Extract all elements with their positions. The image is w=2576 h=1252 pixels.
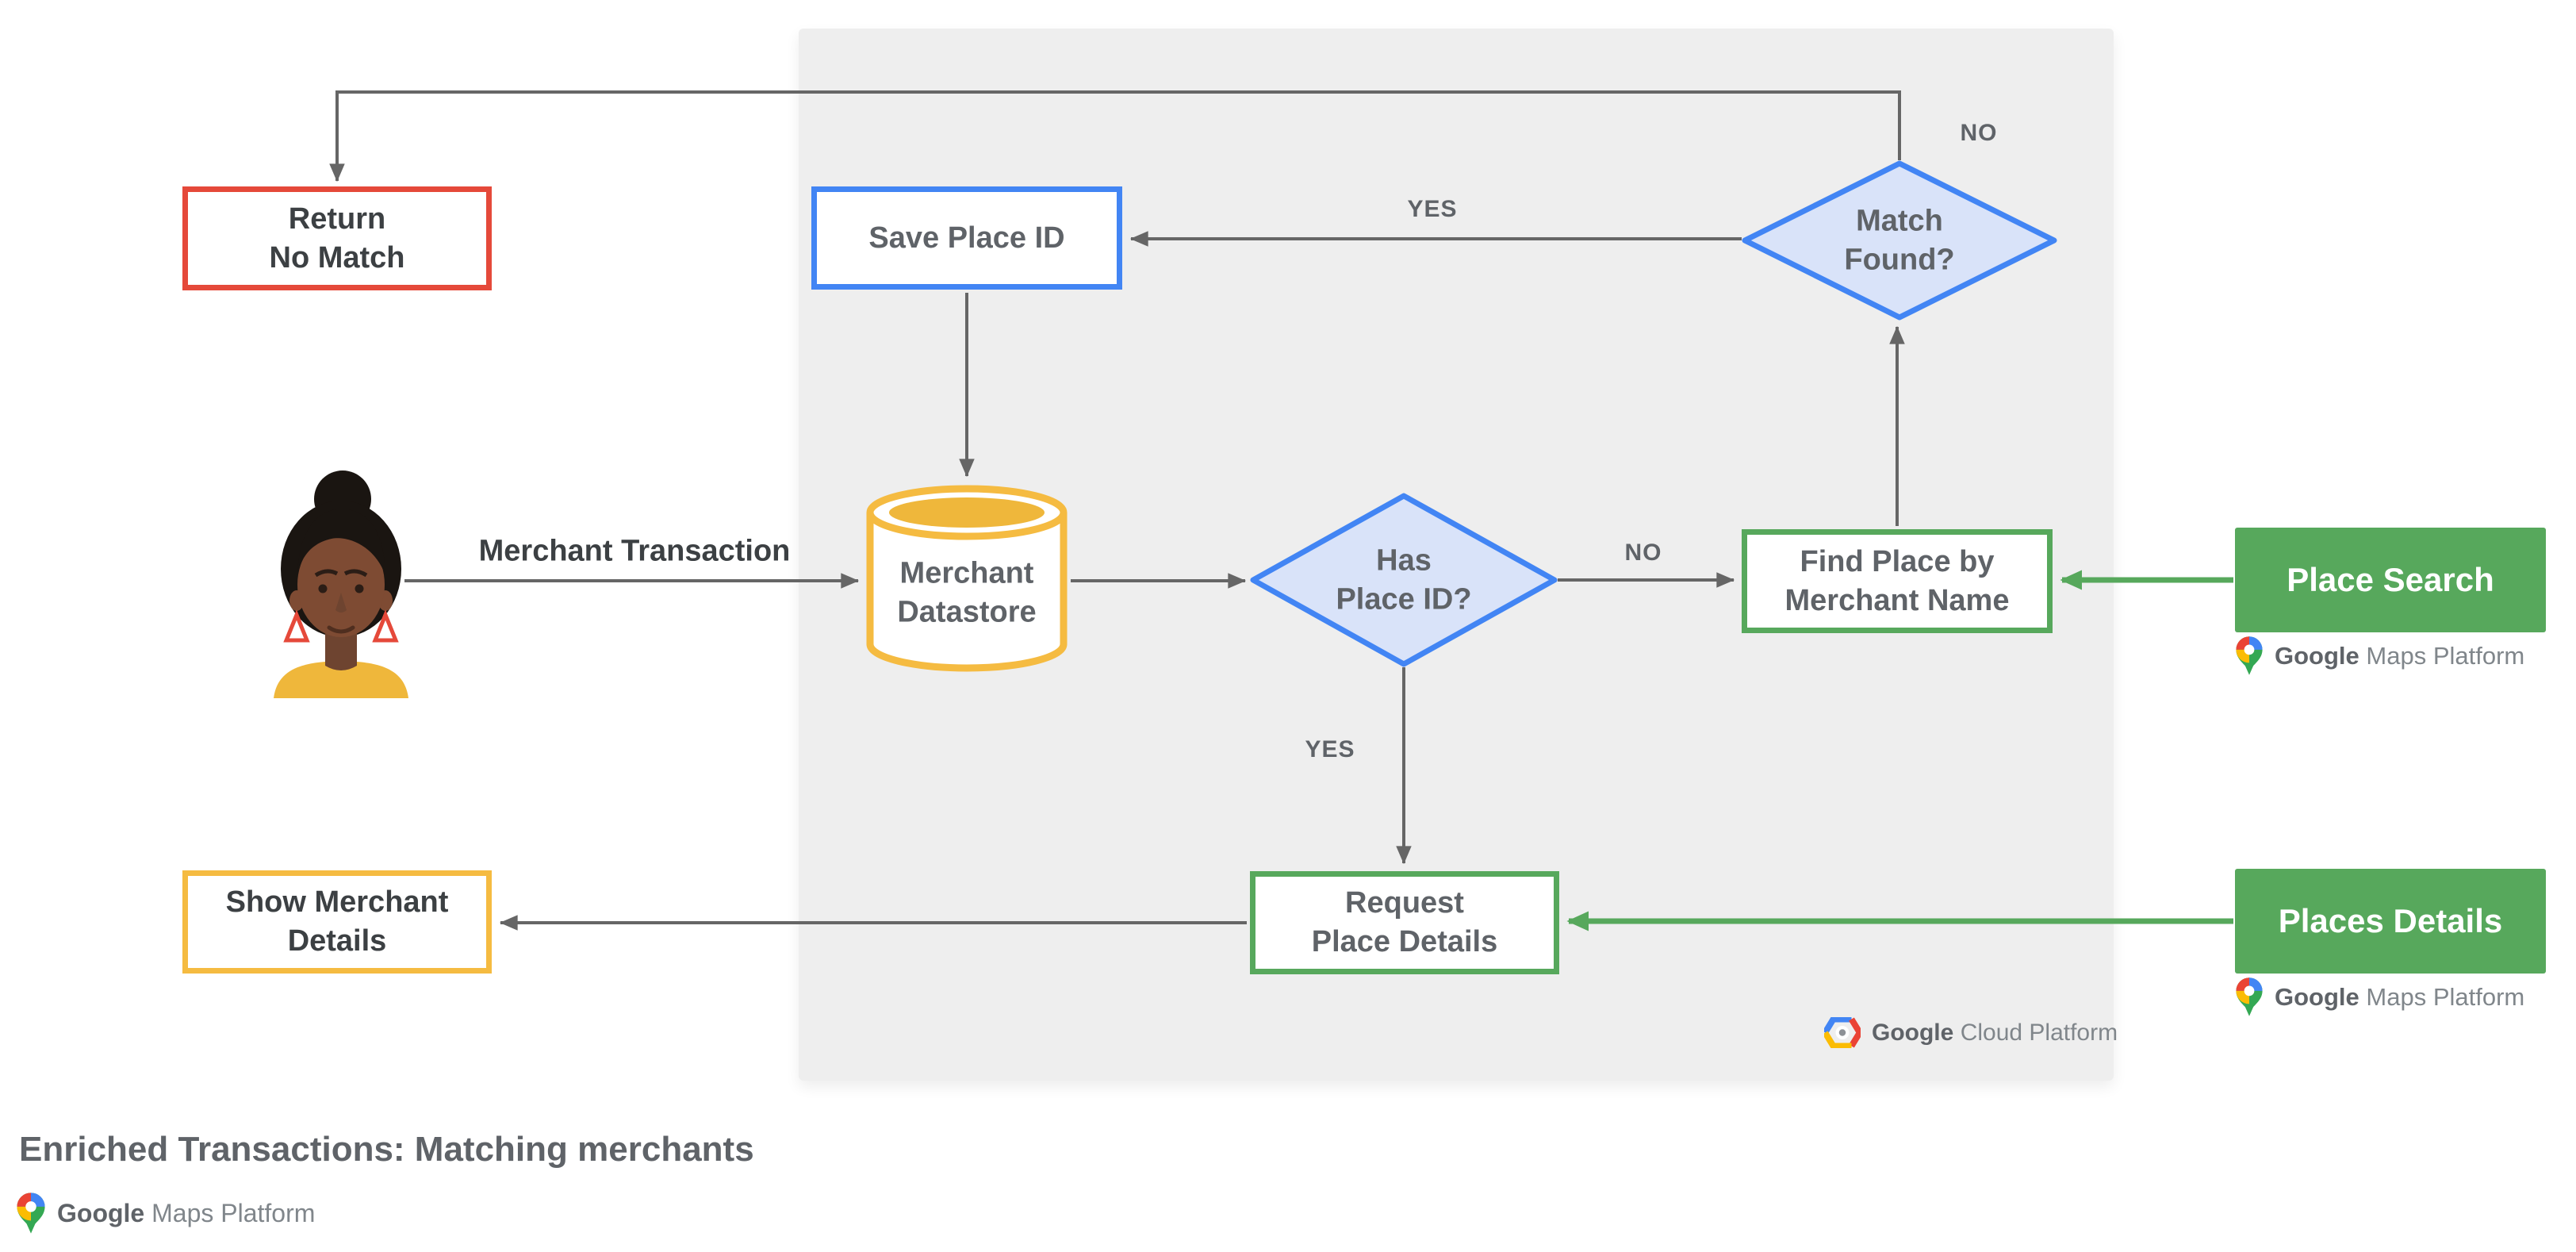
match-found-label: Match Found? <box>1844 202 1954 278</box>
has-place-id-yes-label: YES <box>1305 736 1355 762</box>
brand-google: Google <box>57 1198 145 1227</box>
avatar-ear-right <box>378 590 393 611</box>
gcp-logo-text: Google Cloud Platform <box>1872 1020 2118 1047</box>
maps-pin-icon <box>2236 977 2263 1016</box>
avatar-brow-right <box>343 569 368 578</box>
show-merchant-details-line1: Show Merchant <box>225 885 449 920</box>
avatar-brow-left <box>314 569 339 578</box>
merchant-datastore-line1: Merchant <box>899 556 1034 590</box>
brand-cloud-platform: Cloud Platform <box>1960 1019 2118 1046</box>
gmp-logo-text: Google Maps Platform <box>2275 983 2524 1012</box>
gmp-logo-footer: Google Maps Platform <box>16 1192 315 1235</box>
places-details-api-box: Places Details <box>2235 869 2546 974</box>
avatar-earring-right <box>372 609 399 643</box>
merchant-datastore-label: Merchant Datastore <box>897 554 1036 631</box>
avatar-hair <box>281 501 401 637</box>
match-found-line2: Found? <box>1844 243 1955 276</box>
brand-google: Google <box>2275 982 2359 1011</box>
brand-maps-platform: Maps Platform <box>2366 641 2525 670</box>
show-merchant-details-node: Show Merchant Details <box>182 870 492 974</box>
return-no-match-line1: Return <box>288 202 386 236</box>
avatar-ear-left <box>289 590 304 611</box>
brand-google: Google <box>1872 1019 1954 1046</box>
avatar-eye-right <box>355 584 364 593</box>
gmp-logo-place-search: Google Maps Platform <box>2235 636 2524 676</box>
avatar-nose <box>335 593 347 613</box>
place-search-label: Place Search <box>2287 561 2494 598</box>
place-search-api-box: Place Search <box>2235 528 2546 632</box>
has-place-id-no-label: NO <box>1624 540 1662 566</box>
request-place-details-line1: Request <box>1345 886 1464 920</box>
request-place-details-node: Request Place Details <box>1250 871 1559 974</box>
maps-pin-icon <box>17 1192 45 1234</box>
brand-google: Google <box>2275 641 2359 670</box>
avatar-eye-left <box>318 584 328 593</box>
diagram-title: Enriched Transactions: Matching merchant… <box>19 1130 754 1169</box>
find-place-node: Find Place by Merchant Name <box>1742 529 2053 633</box>
avatar-shoulders <box>274 661 408 698</box>
brand-maps-platform: Maps Platform <box>2366 982 2525 1011</box>
merchant-transaction-label: Merchant Transaction <box>478 534 791 568</box>
return-no-match-node: Return No Match <box>182 186 492 290</box>
brand-maps-platform: Maps Platform <box>151 1198 316 1227</box>
places-details-label: Places Details <box>2278 902 2503 939</box>
merchant-datastore-line2: Datastore <box>897 595 1037 628</box>
find-place-line1: Find Place by <box>1800 544 1995 578</box>
save-place-id-node: Save Place ID <box>811 186 1122 290</box>
gmp-logo-text: Google Maps Platform <box>57 1199 315 1228</box>
gmp-logo-places-details: Google Maps Platform <box>2235 977 2524 1017</box>
maps-pin-icon <box>2236 636 2263 675</box>
has-place-id-label: Has Place ID? <box>1336 541 1471 618</box>
has-place-id-line2: Place ID? <box>1336 582 1472 616</box>
show-merchant-details-line2: Details <box>287 924 387 958</box>
avatar-mouth <box>327 625 355 634</box>
avatar-earring-left <box>283 609 310 643</box>
gcp-logo: Google Cloud Platform <box>1824 1017 2118 1048</box>
request-place-details-line2: Place Details <box>1311 925 1498 958</box>
return-no-match-line2: No Match <box>269 240 405 275</box>
merchant-user-avatar <box>274 470 408 698</box>
avatar-neck <box>325 621 357 670</box>
find-place-line2: Merchant Name <box>1784 583 2010 617</box>
cloud-hexagon-icon <box>1824 1017 1861 1048</box>
gmp-logo-text: Google Maps Platform <box>2275 642 2524 670</box>
avatar-face <box>297 532 385 637</box>
match-found-line1: Match <box>1856 204 1943 238</box>
match-found-yes-label: YES <box>1407 196 1458 222</box>
avatar-hair-bun <box>314 470 371 528</box>
save-place-id-label: Save Place ID <box>868 221 1065 255</box>
match-found-no-label: NO <box>1960 120 1998 146</box>
has-place-id-line1: Has <box>1376 543 1432 578</box>
avatar-fringe <box>297 509 385 575</box>
